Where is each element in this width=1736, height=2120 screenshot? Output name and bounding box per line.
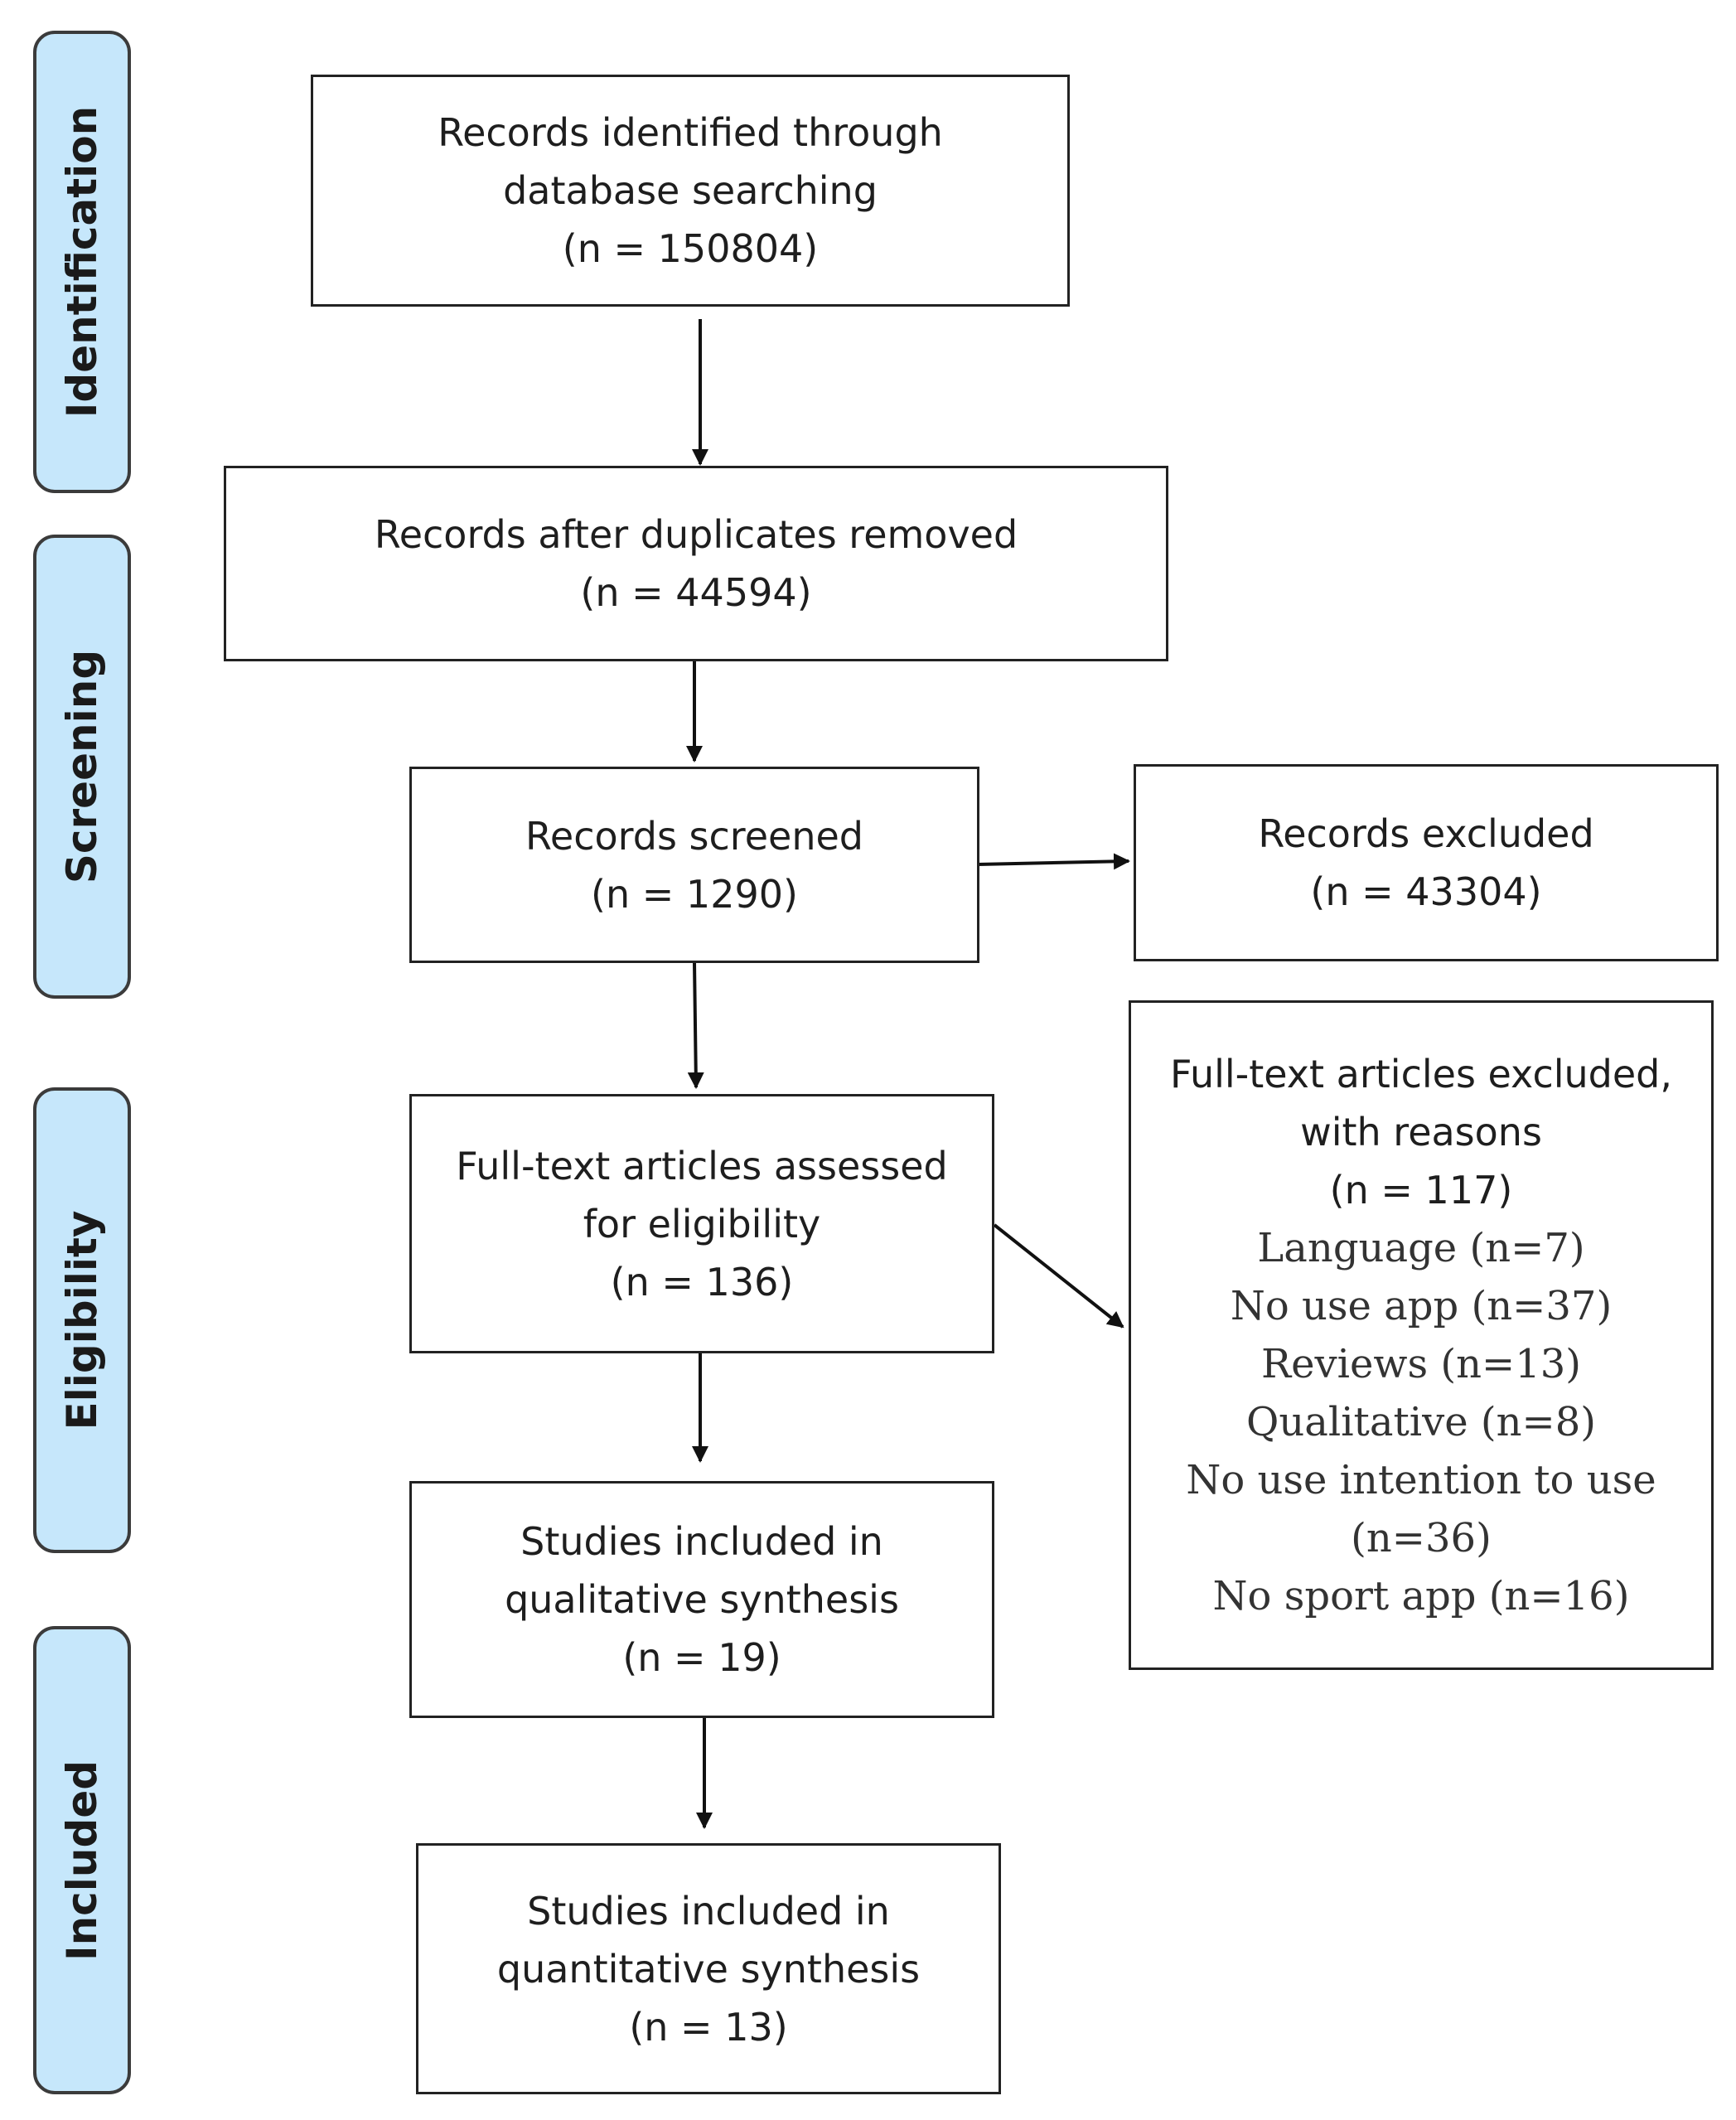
- phase-included: Included: [33, 1626, 131, 2094]
- exclusion-reason: Language (n=7): [1257, 1225, 1585, 1271]
- exclusion-reason: No use app (n=37): [1230, 1283, 1613, 1329]
- qualitative-synthesis-line2: qualitative synthesis: [505, 1577, 899, 1622]
- records-identified-line1: Records identified through: [438, 110, 943, 155]
- quantitative-synthesis-count: (n = 13): [629, 2004, 788, 2050]
- fulltext-excluded-line2: with reasons: [1300, 1110, 1542, 1154]
- box-quantitative-synthesis: Studies included in quantitative synthes…: [416, 1843, 1001, 2094]
- records-deduplicated-count: (n = 44594): [580, 570, 812, 615]
- records-screened-count: (n = 1290): [591, 871, 798, 917]
- quantitative-synthesis-line1: Studies included in: [527, 1888, 890, 1934]
- fulltext-excluded-line1: Full-text articles excluded,: [1170, 1052, 1672, 1096]
- box-fulltext-excluded: Full-text articles excluded, with reason…: [1129, 1000, 1714, 1670]
- records-identified-count: (n = 150804): [562, 226, 819, 271]
- exclusion-reason: No sport app (n=16): [1212, 1573, 1630, 1619]
- phase-eligibility: Eligibility: [33, 1087, 131, 1553]
- phase-eligibility-label: Eligibility: [58, 1210, 106, 1430]
- box-records-deduplicated: Records after duplicates removed (n = 44…: [224, 466, 1168, 661]
- quantitative-synthesis-line2: quantitative synthesis: [496, 1946, 921, 1992]
- records-screened-line1: Records screened: [525, 813, 863, 859]
- fulltext-assessed-line1: Full-text articles assessed: [456, 1143, 948, 1188]
- exclusion-reason: No use intention to use: [1186, 1457, 1656, 1503]
- records-excluded-count: (n = 43304): [1310, 869, 1542, 914]
- box-qualitative-synthesis: Studies included in qualitative synthesi…: [409, 1481, 994, 1718]
- phase-identification: Identification: [33, 31, 131, 493]
- fulltext-assessed-count: (n = 136): [610, 1259, 794, 1304]
- exclusion-reason: (n=36): [1351, 1515, 1492, 1561]
- phase-identification-label: Identification: [58, 105, 106, 419]
- fulltext-assessed-line2: for eligibility: [583, 1201, 821, 1246]
- qualitative-synthesis-count: (n = 19): [622, 1635, 781, 1680]
- arrow-screened-to-fulltext: [687, 961, 704, 1089]
- records-excluded-line1: Records excluded: [1258, 811, 1594, 856]
- box-records-excluded: Records excluded (n = 43304): [1134, 764, 1719, 961]
- box-fulltext-assessed: Full-text articles assessed for eligibil…: [409, 1094, 994, 1353]
- phase-screening-label: Screening: [58, 649, 106, 884]
- exclusion-reason: Reviews (n=13): [1260, 1341, 1582, 1387]
- box-records-identified: Records identified through database sear…: [311, 75, 1070, 307]
- fulltext-excluded-count: (n = 117): [1329, 1168, 1513, 1212]
- exclusion-reason: Qualitative (n=8): [1245, 1399, 1597, 1445]
- arrow-fulltext-to-fulltext-excluded: [993, 1223, 1124, 1329]
- records-identified-line2: database searching: [503, 168, 878, 213]
- phase-included-label: Included: [58, 1759, 106, 1961]
- records-deduplicated-line1: Records after duplicates removed: [374, 512, 1018, 557]
- phase-screening: Screening: [33, 535, 131, 999]
- box-records-screened: Records screened (n = 1290): [409, 767, 979, 963]
- arrow-screened-to-excluded: [977, 853, 1130, 870]
- qualitative-synthesis-line1: Studies included in: [520, 1519, 883, 1564]
